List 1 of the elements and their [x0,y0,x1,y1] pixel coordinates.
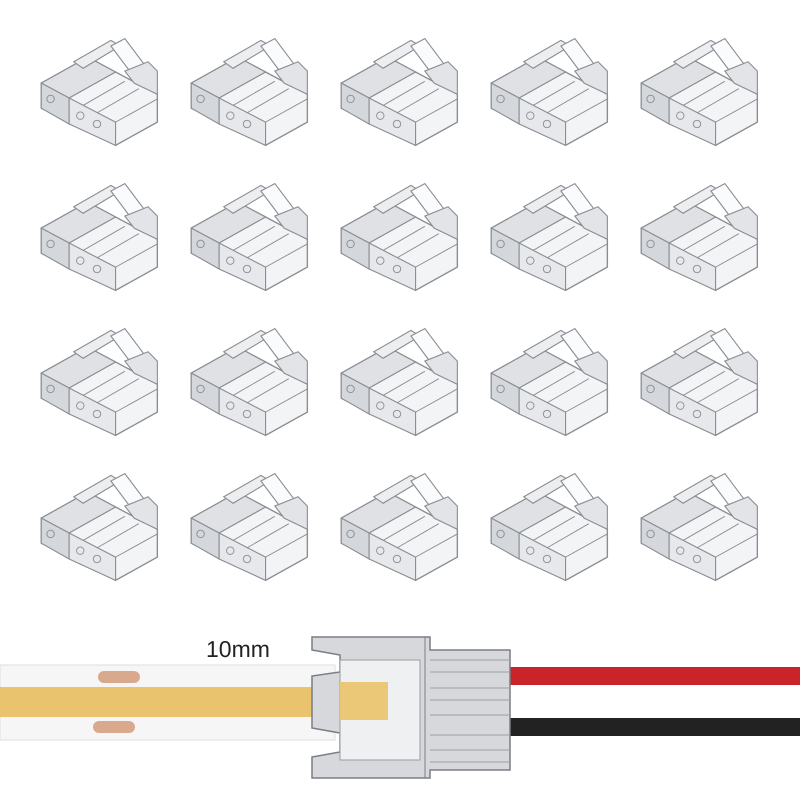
dimension-label: 10mm [206,636,270,663]
